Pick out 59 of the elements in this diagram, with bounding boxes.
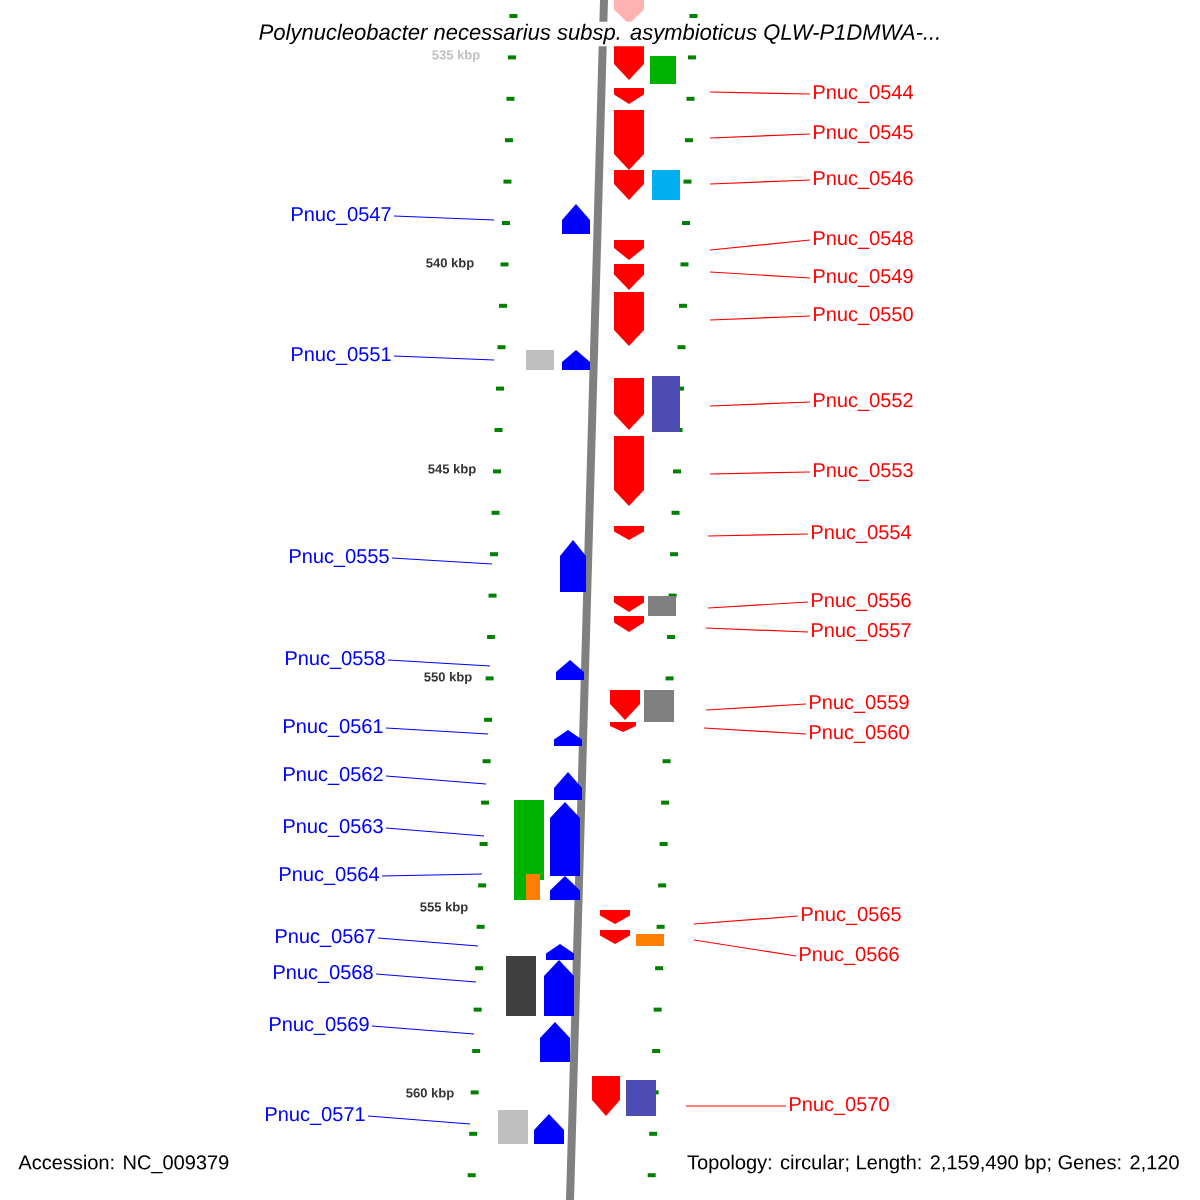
gene-label: Pnuc_0560 [810, 725, 909, 743]
leader-line [391, 557, 493, 565]
gene-label: Pnuc_0564 [280, 867, 379, 885]
title: Polynucleobacter necessarius subsp. asymbioticus QLW-P1DMWA-... [256, 21, 944, 47]
gene-label: Pnuc_0559 [810, 695, 909, 713]
leader-line [709, 315, 811, 321]
gene-label: Pnuc_0558 [286, 651, 385, 669]
gene-label: Pnuc_0551 [292, 347, 391, 365]
leader-line [693, 915, 799, 925]
leader-line [707, 601, 809, 609]
leader-line [385, 827, 485, 837]
leader-line [709, 239, 811, 251]
gene-label: Pnuc_0568 [274, 965, 373, 983]
leader-line [705, 627, 809, 633]
leader-line [709, 179, 811, 185]
leader-line [385, 775, 487, 785]
gene-label: Pnuc_0569 [270, 1017, 369, 1035]
leader-line [377, 937, 479, 947]
leader-line [705, 703, 807, 711]
gene-label: Pnuc_0544 [814, 85, 913, 103]
leader-line [385, 727, 489, 735]
gene-label: Pnuc_0546 [814, 171, 913, 189]
leader-line [709, 91, 811, 95]
gene-label: Pnuc_0554 [812, 525, 911, 543]
leader-line [709, 133, 811, 139]
leader-line [393, 215, 495, 221]
accession-text: Accession: NC_009379 [18, 1154, 229, 1174]
leader-line [703, 727, 807, 735]
genome-info-text: Topology: circular; Length: 2,159,490 bp; Genes: 2,120 [685, 1152, 1182, 1176]
gene-label: Pnuc_0552 [814, 393, 913, 411]
gene-label: Pnuc_0571 [266, 1107, 365, 1125]
leader-line [709, 471, 811, 475]
leader-line [693, 939, 797, 957]
gene-label: Pnuc_0561 [284, 719, 383, 737]
leader-line [393, 355, 495, 361]
gene-label: Pnuc_0556 [812, 593, 911, 611]
gene-label: Pnuc_0555 [290, 549, 389, 567]
gene-label: Pnuc_0550 [814, 307, 913, 325]
leader-line [707, 533, 809, 537]
gene-label: Pnuc_0547 [292, 207, 391, 225]
gene-label: Pnuc_0545 [814, 125, 913, 143]
gene-label: Pnuc_0563 [284, 819, 383, 837]
gene-label: Pnuc_0566 [800, 947, 899, 965]
gene-label: Pnuc_0548 [814, 231, 913, 249]
leader-line [685, 1105, 787, 1107]
leader-line [375, 973, 477, 983]
leader-line [709, 271, 811, 279]
leader-line [371, 1025, 475, 1035]
gene-label: Pnuc_0567 [276, 929, 375, 947]
gene-label: Pnuc_0553 [814, 463, 913, 481]
gene-label: Pnuc_0570 [790, 1097, 889, 1115]
gene-label: Pnuc_0557 [812, 623, 911, 641]
leader-line [387, 659, 491, 667]
gene-label: Pnuc_0562 [284, 767, 383, 785]
leader-line [381, 873, 483, 877]
gene-label: Pnuc_0565 [802, 907, 901, 925]
leader-line [367, 1115, 471, 1125]
leader-line [709, 401, 811, 407]
gene-label: Pnuc_0549 [814, 269, 913, 287]
